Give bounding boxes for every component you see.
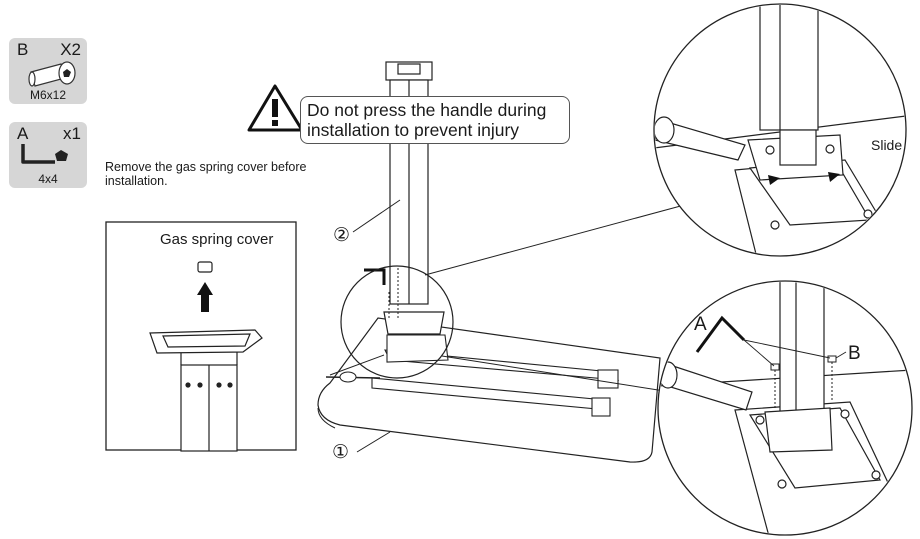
screw-icon	[28, 61, 76, 87]
desktop-callout-number: ①	[332, 442, 350, 463]
slide-label: Slide	[871, 137, 903, 153]
hex-key-label: A	[694, 314, 707, 335]
warning-text: Do not press the handle during installat…	[307, 100, 547, 140]
badge-letter: B	[17, 40, 29, 59]
hex-key-icon	[21, 144, 68, 164]
warning-callout: Do not press the handle during installat…	[300, 96, 570, 144]
up-arrow	[197, 282, 213, 312]
badge-size: M6x12	[29, 88, 67, 102]
gas-spring-cover-label: Gas spring cover	[160, 231, 274, 248]
badge-quantity: x1	[63, 124, 81, 143]
parts-badge-screw: B X2 M6x12	[9, 38, 87, 104]
parts-badge-hex-key: A x1 4x4	[9, 122, 87, 188]
instruction-note: Remove the gas spring cover before insta…	[105, 160, 307, 188]
screw-label: B	[848, 343, 861, 364]
badge-size: 4x4	[38, 172, 58, 186]
warning-icon	[247, 84, 304, 132]
badge-letter: A	[17, 124, 29, 143]
leg-callout-number: ②	[333, 225, 351, 246]
badge-quantity: X2	[60, 40, 81, 59]
